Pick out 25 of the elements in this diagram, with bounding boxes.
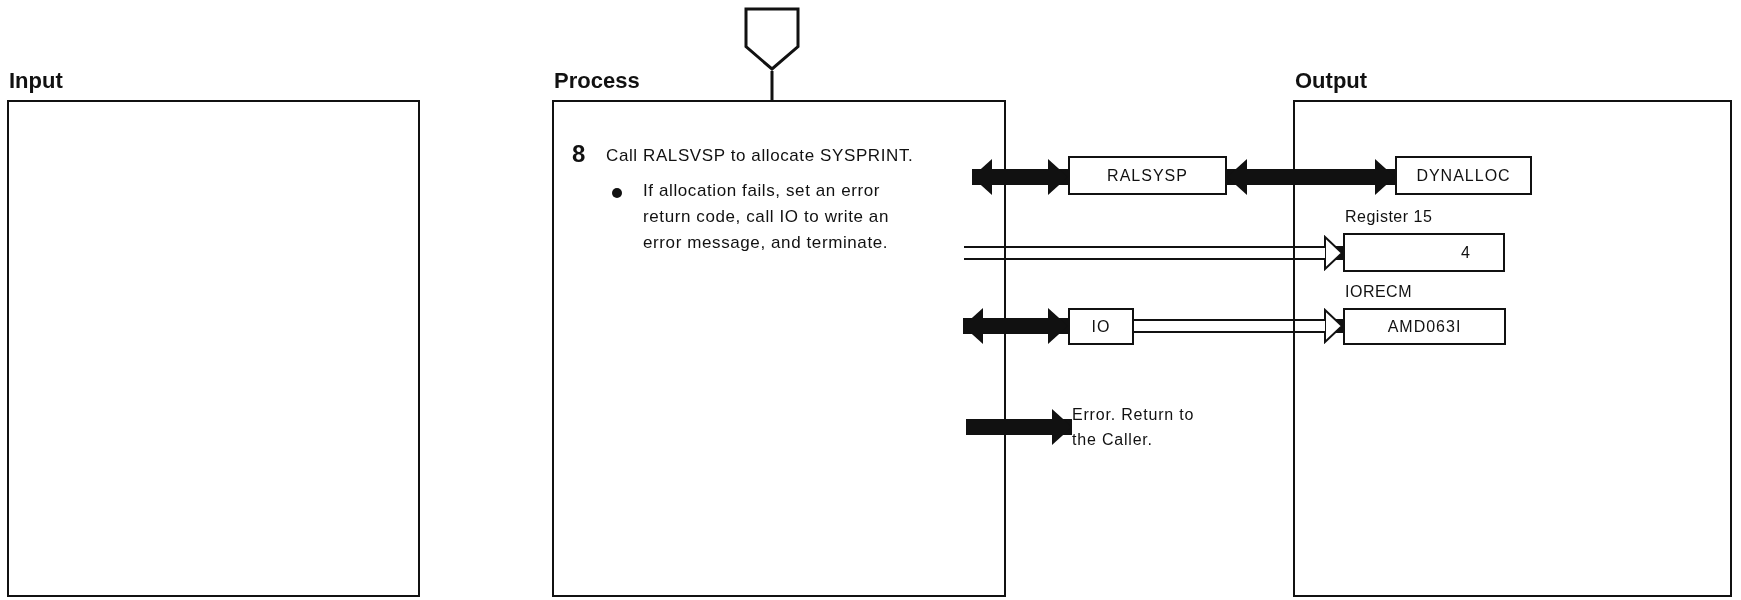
field-label: Register 15 bbox=[1345, 208, 1433, 226]
box-label: AMD063I bbox=[1387, 317, 1462, 336]
connector-line bbox=[770, 71, 774, 100]
data-flow-arrow bbox=[963, 308, 1068, 344]
module-box bbox=[1068, 308, 1134, 345]
section-heading: Input bbox=[9, 68, 63, 94]
note-text: Error. Return to the Caller. bbox=[1072, 406, 1195, 448]
step-number: 8 bbox=[572, 140, 586, 168]
hollow-arrow bbox=[1134, 309, 1343, 343]
module-box bbox=[1395, 156, 1532, 195]
data-flow-arrow bbox=[972, 159, 1068, 195]
data-flow-arrow bbox=[1227, 159, 1395, 195]
field-label: IORECM bbox=[1345, 283, 1412, 301]
box-label: 4 bbox=[1461, 243, 1471, 262]
step-detail: If allocation fails, set an error return code, call IO to write an error message, and terminate. bbox=[643, 180, 890, 254]
off-page-connector bbox=[744, 7, 800, 71]
section-heading: Output bbox=[1295, 68, 1368, 94]
box-label: IO bbox=[1091, 317, 1111, 336]
box-label: DYNALLOC bbox=[1416, 166, 1511, 185]
box-label: RALSYSP bbox=[1107, 166, 1188, 185]
section-heading: Process bbox=[554, 68, 640, 94]
module-box bbox=[1068, 156, 1227, 195]
hollow-arrow bbox=[964, 236, 1343, 270]
data-flow-arrow bbox=[966, 409, 1072, 445]
step-description: Call RALSVSP to allocate SYSPRINT. bbox=[606, 146, 914, 166]
